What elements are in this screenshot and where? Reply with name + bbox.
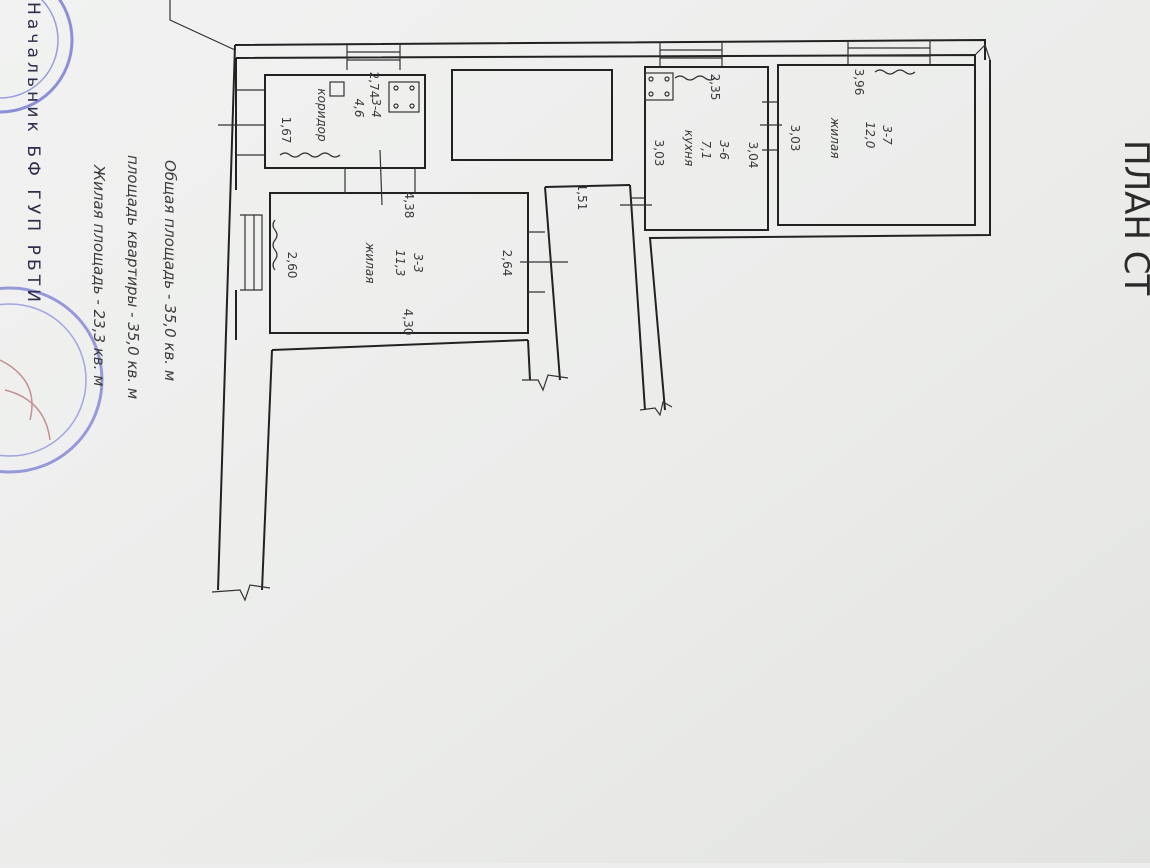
radiator-icon (674, 75, 716, 81)
radiator-icon (874, 69, 916, 75)
dim-3-3-c: 2,64 (500, 250, 514, 277)
dim-3-3-b: 2,60 (285, 252, 299, 279)
door-3-7 (760, 101, 782, 151)
room-3-3-number: 3-3 (411, 253, 425, 273)
stove-icon (644, 72, 674, 101)
walls (211, 38, 991, 602)
room-3-6-name: кухня (682, 130, 696, 167)
room-3-7-living (777, 64, 976, 226)
stove-icon (388, 81, 420, 113)
sheet-edge (169, 0, 236, 51)
radiator-icon (279, 152, 341, 158)
room-3-4-number: 3-4 (369, 98, 383, 118)
door-3-6 (620, 197, 652, 206)
stamp-bottom (0, 286, 104, 474)
room-3-6-number: 3-6 (717, 140, 731, 160)
dim-3-3-a: 4,38 (402, 192, 416, 219)
door-3-3 (520, 231, 568, 293)
apartment-area-text: площадь квартиры - 35,0 кв. м (124, 155, 142, 399)
dim-3-4-a: 2,74 (367, 72, 381, 99)
dim-3-6-b: 3,03 (652, 140, 666, 167)
total-area-text: Общая площадь - 35,0 кв. м (161, 160, 179, 381)
room-3-3-living (269, 192, 529, 334)
dim-hall: 1,51 (575, 184, 589, 211)
shaft-block (451, 69, 613, 161)
room-3-6-area: 7,1 (699, 140, 713, 159)
radiator-icon (272, 219, 278, 271)
signature-title: Начальник БФ ГУП РБТИ (23, 2, 43, 302)
dim-3-7-a: 3,96 (852, 69, 866, 96)
wall-marks (218, 89, 265, 156)
room-3-4-name: коридор (315, 88, 329, 142)
room-3-3-name: жилая (363, 242, 377, 284)
dim-3-6-c: 3,04 (746, 142, 760, 169)
door-3-4 (344, 149, 416, 206)
sink-icon (329, 81, 345, 97)
room-3-7-area: 12,0 (863, 122, 877, 149)
plan-title: ПЛАН СТ (1116, 140, 1150, 296)
room-3-7-number: 3-7 (880, 125, 894, 145)
room-3-3-area: 11,3 (393, 250, 407, 277)
room-3-4-area: 4,6 (352, 98, 366, 117)
dim-3-3-d: 4,30 (401, 309, 415, 336)
room-3-6-kitchen (644, 66, 769, 231)
dim-3-7-b: 3,03 (788, 125, 802, 152)
dim-3-6-a: 2,35 (708, 74, 722, 101)
dim-3-4-b: 1,67 (279, 117, 293, 144)
stamp-top (0, 0, 74, 114)
living-area-text: Жилая площадь - 23,3 кв. м (90, 164, 108, 386)
room-3-7-name: жилая (828, 117, 842, 159)
